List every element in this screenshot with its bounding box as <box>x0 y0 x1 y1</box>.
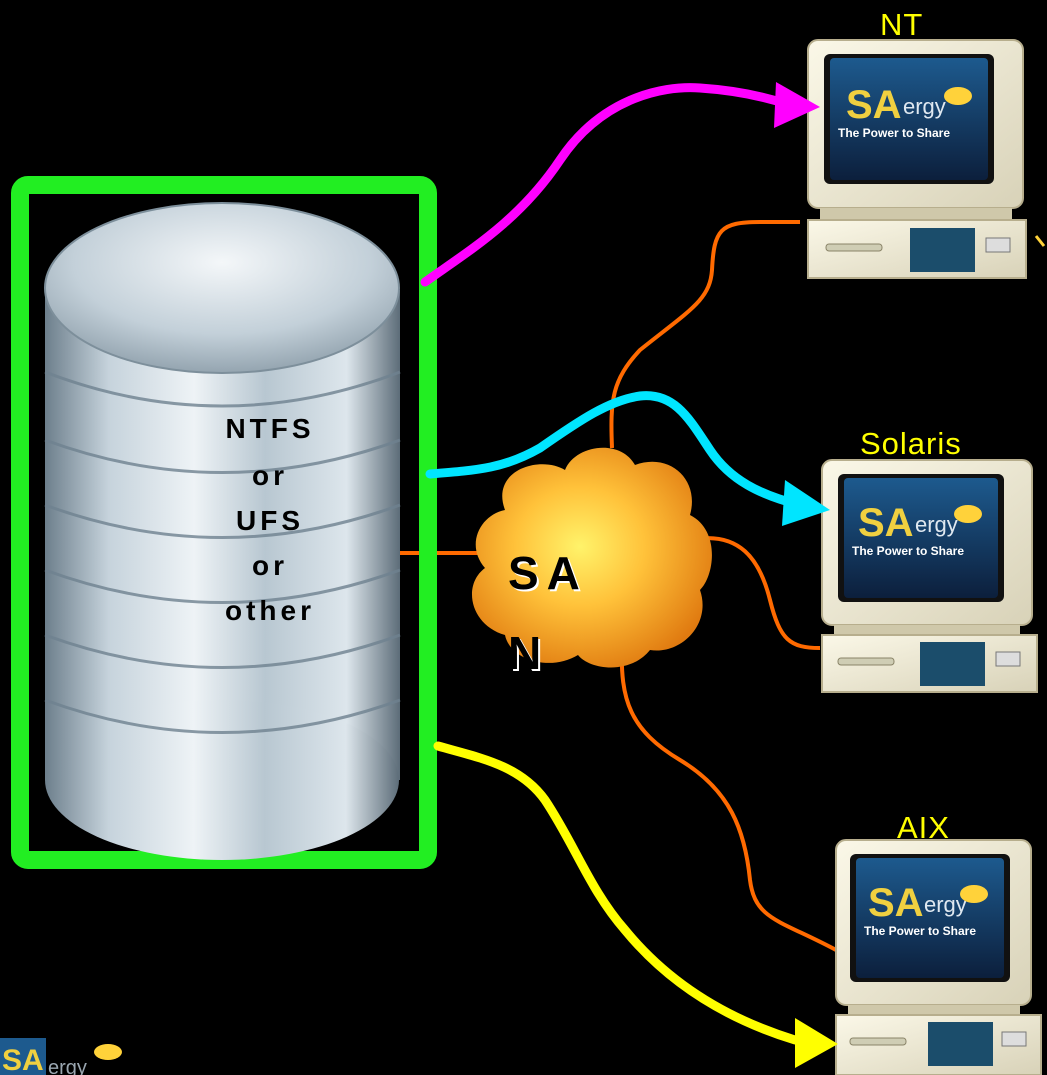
sanergy-logo: SA ergy <box>0 1038 122 1075</box>
data-path-arrows <box>420 83 805 1045</box>
host-computer-aix: SA ergy <box>835 839 1042 1075</box>
san-links <box>400 220 837 952</box>
san-label-line-2: N <box>508 627 550 679</box>
san-link-aix <box>619 644 837 952</box>
svg-text:SA: SA <box>858 501 914 545</box>
svg-text:ergy: ergy <box>924 892 967 917</box>
arrow-path-aix <box>433 741 800 1045</box>
san-link-nt <box>609 220 800 449</box>
host-label-nt: NT <box>880 7 924 42</box>
host-computer-solaris: SA ergy <box>821 459 1038 693</box>
svg-text:SA: SA <box>846 83 902 127</box>
storage-line-5: other <box>225 595 315 626</box>
storage-cylinder <box>44 202 401 860</box>
svg-text:SA: SA <box>2 1044 44 1075</box>
screen-brand-aix: The Power to Share <box>864 924 977 938</box>
storage-line-3: UFS <box>236 505 304 536</box>
host-label-aix: AIX <box>897 810 950 845</box>
arrow-path-nt <box>420 83 795 287</box>
screen-brand-nt: The Power to Share <box>838 126 951 140</box>
san-link-solaris <box>689 536 821 650</box>
arrowheads <box>774 82 838 1068</box>
svg-text:SA: SA <box>868 881 924 925</box>
host-label-solaris: Solaris <box>860 426 962 461</box>
svg-text:ergy: ergy <box>915 512 958 537</box>
host-computer-nt: SA ergy <box>807 39 1027 279</box>
svg-text:ergy: ergy <box>48 1057 87 1075</box>
storage-line-4: or <box>252 550 288 581</box>
edge-mark <box>1034 235 1046 247</box>
arrowhead-nt <box>774 82 820 128</box>
storage-frame <box>11 176 437 869</box>
san-label-line-1: SA <box>508 547 588 599</box>
arrow-path-solaris <box>425 391 805 510</box>
screen-brand-solaris: The Power to Share <box>852 544 965 558</box>
storage-line-1: NTFS <box>225 413 315 444</box>
arrowhead-solaris <box>782 480 830 526</box>
arrowhead-aix <box>795 1018 838 1068</box>
san-cloud <box>471 447 712 668</box>
svg-text:ergy: ergy <box>903 94 946 119</box>
storage-line-2: or <box>252 460 288 491</box>
